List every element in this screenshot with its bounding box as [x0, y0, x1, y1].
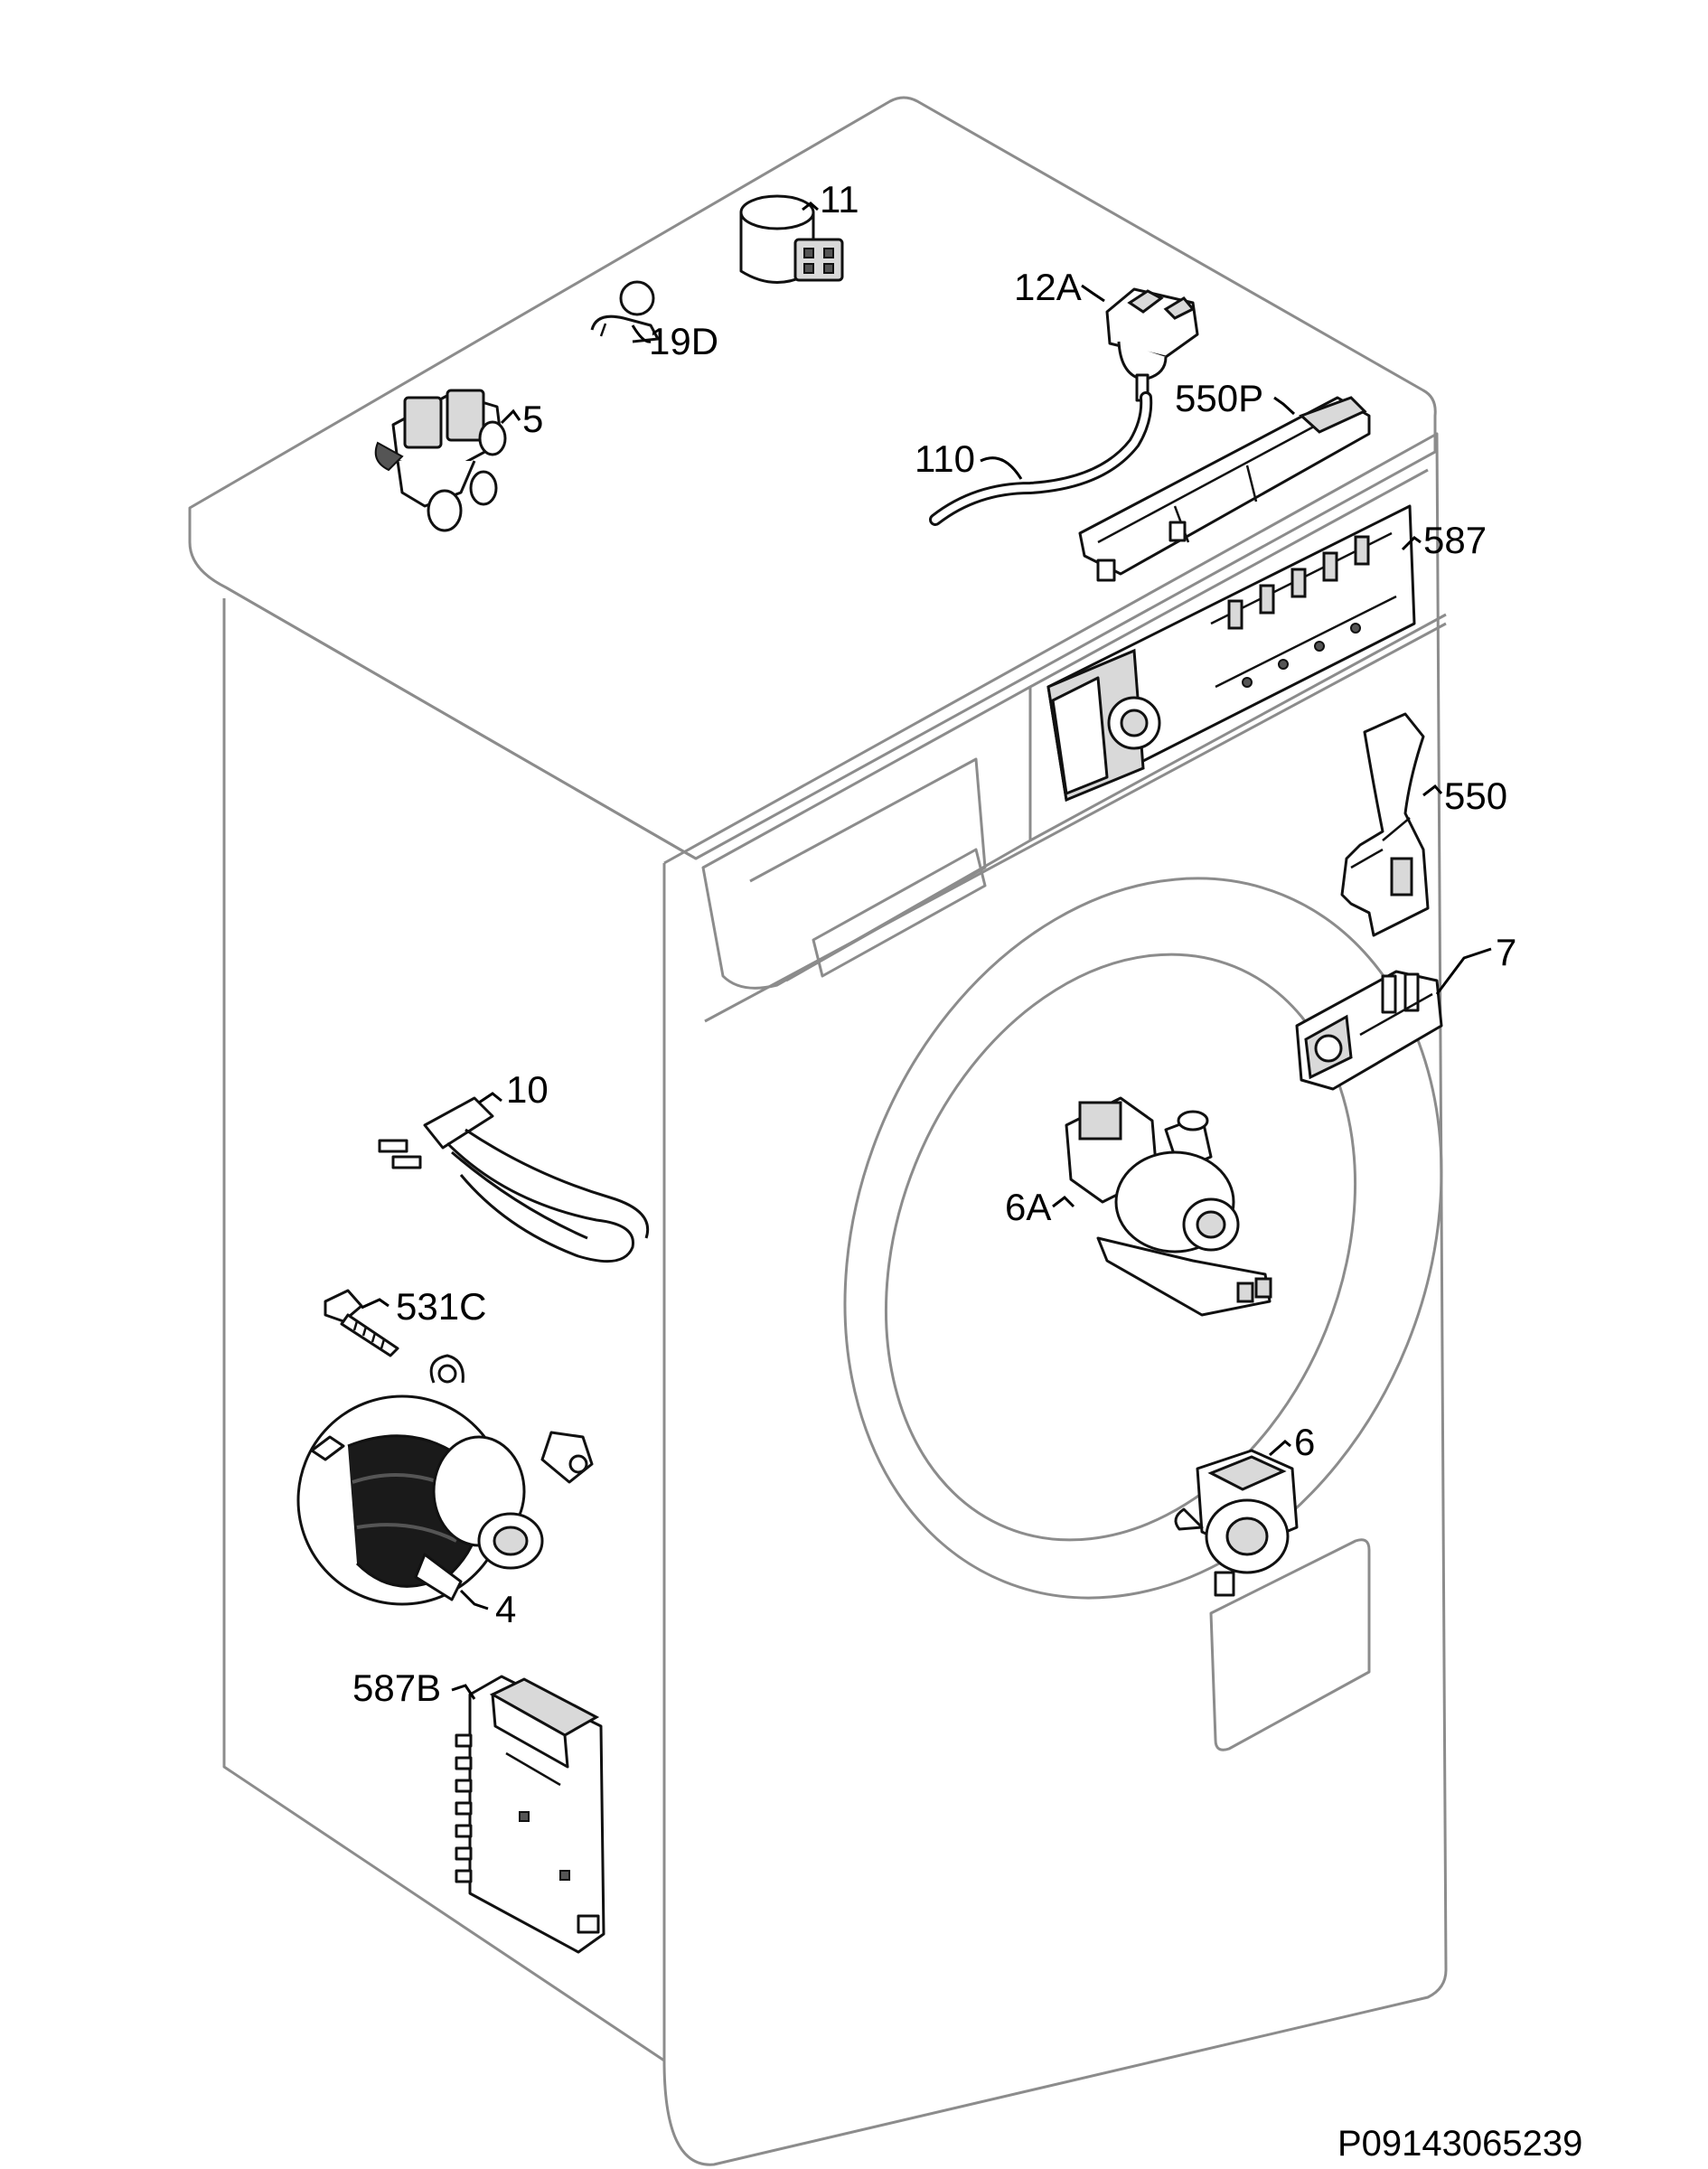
motor-control-board-icon	[455, 1675, 605, 1954]
part-label-550: 550	[1444, 775, 1507, 817]
motor-icon	[296, 1354, 594, 1606]
control-board-icon	[1046, 504, 1416, 803]
clip-icon	[590, 280, 660, 343]
bracket-icon	[1340, 712, 1430, 937]
diagram-reference-code: P09143065239	[1337, 2124, 1582, 2164]
door-lock-icon	[1295, 970, 1443, 1091]
drain-pump-icon	[1174, 1449, 1299, 1597]
part-label-11: 11	[820, 178, 859, 221]
part-label-531c: 531C	[396, 1285, 486, 1328]
part-label-10: 10	[506, 1068, 549, 1111]
part-label-587b: 587B	[352, 1667, 441, 1709]
part-label-4: 4	[495, 1588, 516, 1630]
machine-cabinet	[188, 96, 1448, 2166]
part-label-110: 110	[915, 437, 975, 480]
part-label-7: 7	[1496, 931, 1516, 973]
heating-element-icon	[378, 1096, 649, 1263]
part-label-587: 587	[1423, 519, 1487, 561]
suppressor-icon	[739, 194, 844, 284]
hose-icon	[929, 391, 1153, 526]
pump-icon	[1065, 1096, 1272, 1317]
screw-icon	[324, 1289, 399, 1357]
part-label-12a: 12A	[1014, 266, 1082, 308]
part-label-6a: 6A	[1005, 1186, 1051, 1228]
part-label-5: 5	[522, 398, 543, 440]
inlet-valve-icon	[374, 389, 507, 532]
panel-icon	[1078, 396, 1371, 582]
part-label-6: 6	[1294, 1421, 1315, 1463]
part-label-550p: 550P	[1175, 377, 1263, 419]
part-label-19d: 19D	[649, 320, 718, 362]
